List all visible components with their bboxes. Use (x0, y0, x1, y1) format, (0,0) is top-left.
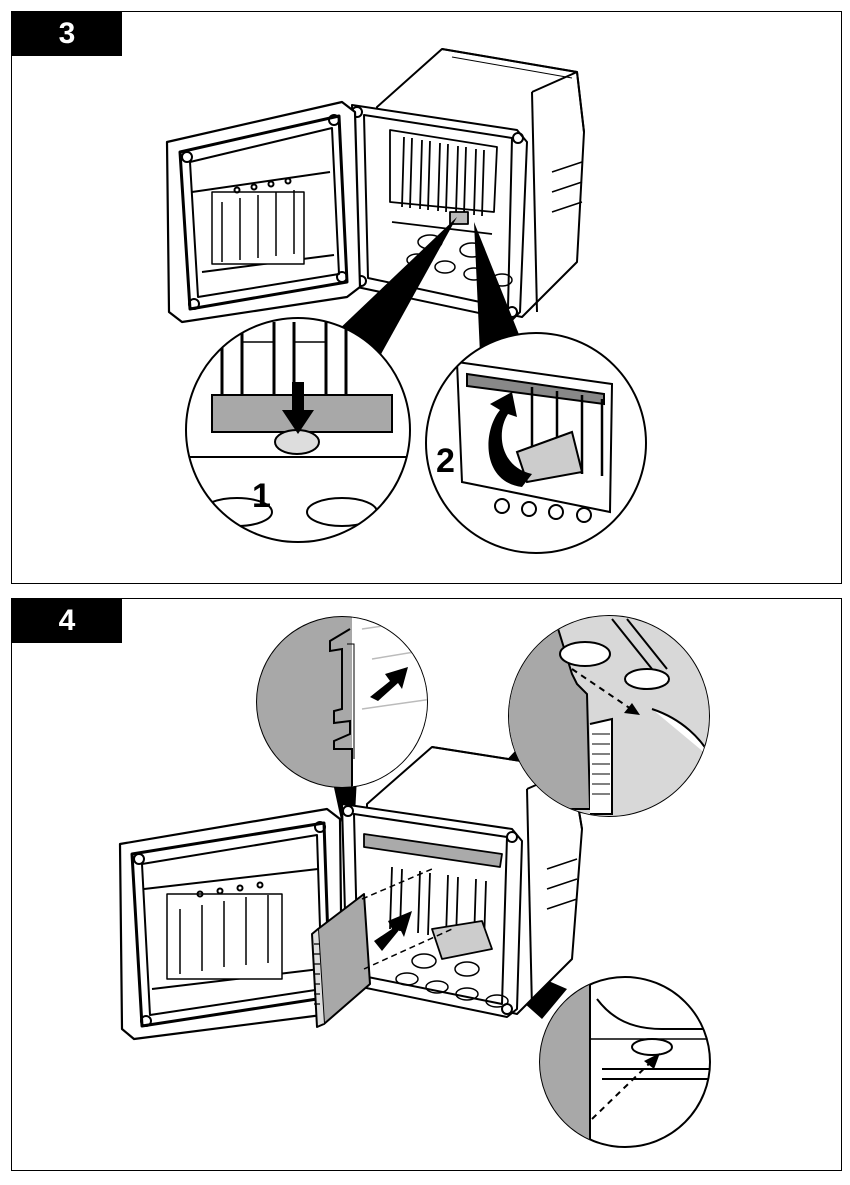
insertion-guide-dashed (361, 868, 453, 970)
push-down-arrow (282, 382, 314, 434)
guide-dashed-arrow (571, 668, 635, 712)
step-4-panel: 4 (11, 598, 842, 1171)
callout-detail-2: 2 (425, 332, 647, 554)
enclosure-door (118, 807, 344, 1041)
leader-wedge-1 (334, 217, 457, 374)
leader-wedge-2 (474, 222, 522, 354)
callout-2-label: 2 (436, 442, 455, 480)
enclosure-door (165, 100, 362, 324)
step-3-panel: 3 (11, 11, 842, 584)
insert-arrow (374, 911, 412, 951)
callout-slot-detail (539, 976, 711, 1148)
callout-1-label: 1 (252, 477, 271, 515)
cable-glands (395, 953, 509, 1008)
step-4-illustration (118, 615, 711, 1148)
slot-dashed-arrow (591, 1058, 655, 1120)
slide-arrow (370, 667, 408, 701)
circuit-board (311, 893, 371, 1028)
step-3-illustration: 1 2 (165, 48, 647, 554)
lift-up-curved-arrow (488, 392, 532, 487)
step-3-number: 3 (12, 12, 122, 56)
step-4-number: 4 (12, 599, 122, 643)
callout-detail-1: 1 (185, 317, 411, 543)
